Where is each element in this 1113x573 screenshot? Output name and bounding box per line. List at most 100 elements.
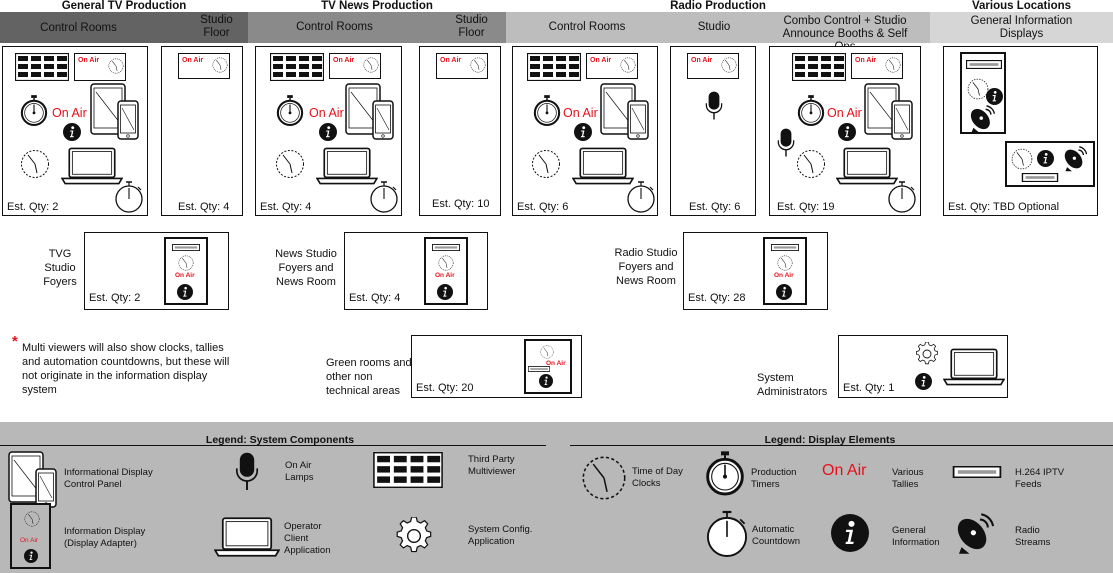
multiviewer-icon (15, 53, 69, 81)
qty-label: Est. Qty: 6 (517, 201, 569, 213)
group-general-tv: General TV Production (61, 0, 187, 12)
legend-elements-rule (570, 445, 1113, 446)
info-display-adapter: On Air (524, 339, 572, 394)
mini-tally-display: On Air (74, 53, 126, 81)
countdown-icon (114, 181, 144, 213)
timer-icon (533, 95, 561, 127)
box-sysadmin: Est. Qty: 1 (838, 335, 1008, 398)
qty-label: Est. Qty: 6 (689, 201, 741, 213)
timer-icon (276, 95, 304, 127)
qty-label: Est. Qty: 10 (432, 198, 490, 210)
clock-icon (796, 149, 826, 179)
multiviewer-note: Multi viewers will also show clocks, tal… (22, 342, 230, 396)
countdown-icon (705, 510, 749, 558)
qty-label: Est. Qty: 4 (349, 292, 401, 304)
qty-label: Est. Qty: 4 (178, 201, 230, 213)
info-icon (838, 123, 856, 141)
clock-icon (275, 149, 305, 179)
legend-time-of-day-label: Time of Day Clocks (632, 466, 683, 489)
mini-tally-display: On Air (586, 53, 638, 79)
box-gtv-control: On Air On Air Est. Qty: 2 (2, 46, 148, 216)
mic-icon (705, 90, 723, 122)
tablet-phone-icon (600, 83, 650, 149)
info-icon (63, 123, 81, 141)
clock-icon (531, 149, 561, 179)
band-gtv-control: Control Rooms (0, 12, 157, 43)
legend-operator-client-label: Operator Client Application (284, 521, 331, 556)
box-green-rooms: On Air Est. Qty: 20 (411, 335, 582, 398)
production-timer-icon (705, 451, 745, 497)
laptop-icon (61, 147, 123, 185)
multiviewer-icon (270, 53, 324, 81)
band-general-info: General Information Displays (930, 12, 1113, 43)
box-radio-studio: On Air Est. Qty: 6 (670, 46, 756, 216)
qty-label: Est. Qty: 28 (688, 292, 746, 304)
on-air-tally: On Air (563, 106, 598, 120)
on-air-lamp-icon (235, 449, 259, 495)
legend-panel (0, 422, 1113, 573)
mini-tally-display: On Air (329, 53, 381, 79)
legend-general-info-label: General Information (892, 525, 940, 548)
qty-label: Est. Qty: 1 (843, 382, 895, 394)
box-news-studio: On Air Est. Qty: 10 (419, 46, 501, 216)
band-news-control: Control Rooms (248, 12, 421, 43)
mini-tally-display: On Air (436, 53, 488, 79)
qty-label: Est. Qty: 20 (416, 382, 474, 394)
laptop-icon (572, 147, 634, 185)
timer-icon (20, 95, 48, 127)
clock-icon (20, 149, 50, 179)
timer-icon (797, 95, 825, 127)
band-gtv-studio: Studio Floor (157, 12, 248, 43)
info-display-adapter: On Air (763, 237, 807, 305)
box-gtv-studio: On Air Est. Qty: 4 (161, 46, 243, 216)
legend-various-tallies-label: Various Tallies (892, 467, 924, 490)
note-asterisk: * (12, 333, 18, 350)
legend-on-air-lamps-label: On Air Lamps (285, 460, 314, 483)
countdown-icon (887, 181, 917, 213)
legend-iptv-label: H.264 IPTV Feeds (1015, 467, 1065, 490)
landscape-display (1005, 141, 1095, 187)
gear-icon (915, 342, 939, 366)
group-various: Various Locations (971, 0, 1072, 12)
tablet-phone-icon (345, 83, 395, 149)
band-radio-control: Control Rooms (506, 12, 668, 43)
radio-stream-dish-icon (956, 513, 996, 555)
gear-icon (395, 517, 433, 555)
on-air-tally: On Air (827, 106, 862, 120)
box-radio-foyers: On Air Est. Qty: 28 (683, 232, 828, 310)
qty-label: Est. Qty: 2 (89, 292, 141, 304)
tvg-foyers-label: TVG Studio Foyers (43, 248, 77, 288)
legend-production-timers-label: Production Timers (751, 467, 797, 490)
clock-icon (581, 455, 627, 501)
on-air-tally: On Air (52, 106, 87, 120)
info-icon (831, 514, 869, 552)
legend-info-display-label: Information Display (Display Adapter) (64, 526, 146, 549)
multiviewer-icon (373, 452, 443, 488)
group-radio: Radio Production (670, 0, 766, 12)
legend-components-rule (0, 445, 546, 446)
legend-radio-streams-label: Radio Streams (1015, 525, 1051, 548)
legend-sys-config-label: System Config. Application (468, 524, 533, 547)
info-icon (319, 123, 337, 141)
info-icon (915, 373, 932, 390)
legend-control-panel-label: Informational Display Control Panel (64, 467, 153, 490)
multiviewer-icon (792, 53, 846, 81)
legend-auto-countdown-label: Automatic Countdown (752, 524, 801, 547)
band-news-studio: Studio Floor (421, 12, 506, 43)
countdown-icon (369, 181, 399, 213)
on-air-tally: On Air (309, 106, 344, 120)
qty-label: Est. Qty: 2 (7, 201, 59, 213)
info-icon (574, 123, 592, 141)
legend-multiviewer-label: Third Party Multiviewer (468, 454, 516, 477)
green-rooms-label: Green rooms and other non technical area… (326, 357, 412, 397)
laptop-icon (836, 147, 898, 185)
band-combo: Combo Control + Studio Announce Booths &… (760, 12, 930, 53)
tablet-phone-icon (864, 83, 914, 149)
iptv-feed-icon (951, 466, 1003, 478)
operator-client-laptop-icon (214, 516, 280, 558)
news-foyers-label: News Studio Foyers and News Room (275, 248, 337, 288)
info-display-adapter-icon: On Air (10, 503, 51, 569)
legend-elements-title: Legend: Display Elements (764, 434, 896, 446)
band-radio-studio: Studio (668, 12, 760, 43)
tablet-phone-icon (90, 83, 140, 149)
